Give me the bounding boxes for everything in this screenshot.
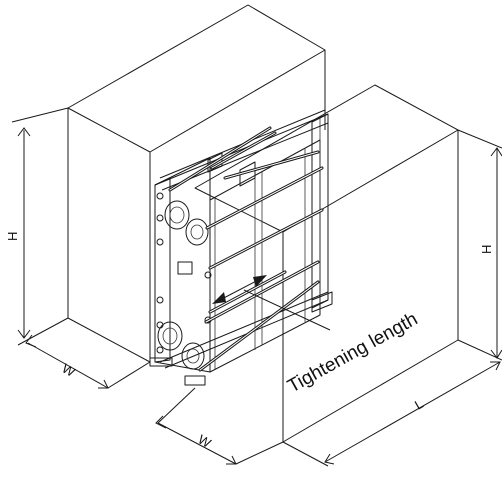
height-label-right: H xyxy=(479,245,494,254)
length-dimension xyxy=(282,361,501,467)
column-foot xyxy=(311,291,333,313)
rear-clearance-box xyxy=(67,4,326,363)
front-clearance-box xyxy=(194,84,459,443)
height-dimension-left xyxy=(11,107,69,346)
port-top-left-icon xyxy=(164,200,190,230)
width-dimension-left xyxy=(25,334,151,389)
port-bottom-right-icon xyxy=(181,342,205,370)
tightening-bolts xyxy=(168,126,324,372)
frame-foot-right xyxy=(184,375,206,386)
tightening-length-indicator xyxy=(212,275,331,331)
width-label-bottom: W xyxy=(196,432,215,451)
plate-pack xyxy=(209,139,321,373)
height-dimension-right xyxy=(457,129,502,361)
height-label-left: H xyxy=(5,232,20,241)
length-label: L xyxy=(412,396,426,413)
width-dimension-bottom xyxy=(155,387,284,465)
nameplate xyxy=(177,261,193,275)
port-bottom-left-icon xyxy=(157,321,183,351)
fixed-frame-plate xyxy=(154,157,211,373)
port-connections xyxy=(157,200,209,370)
port-top-right-icon xyxy=(185,218,209,246)
width-label-left: W xyxy=(60,361,79,380)
